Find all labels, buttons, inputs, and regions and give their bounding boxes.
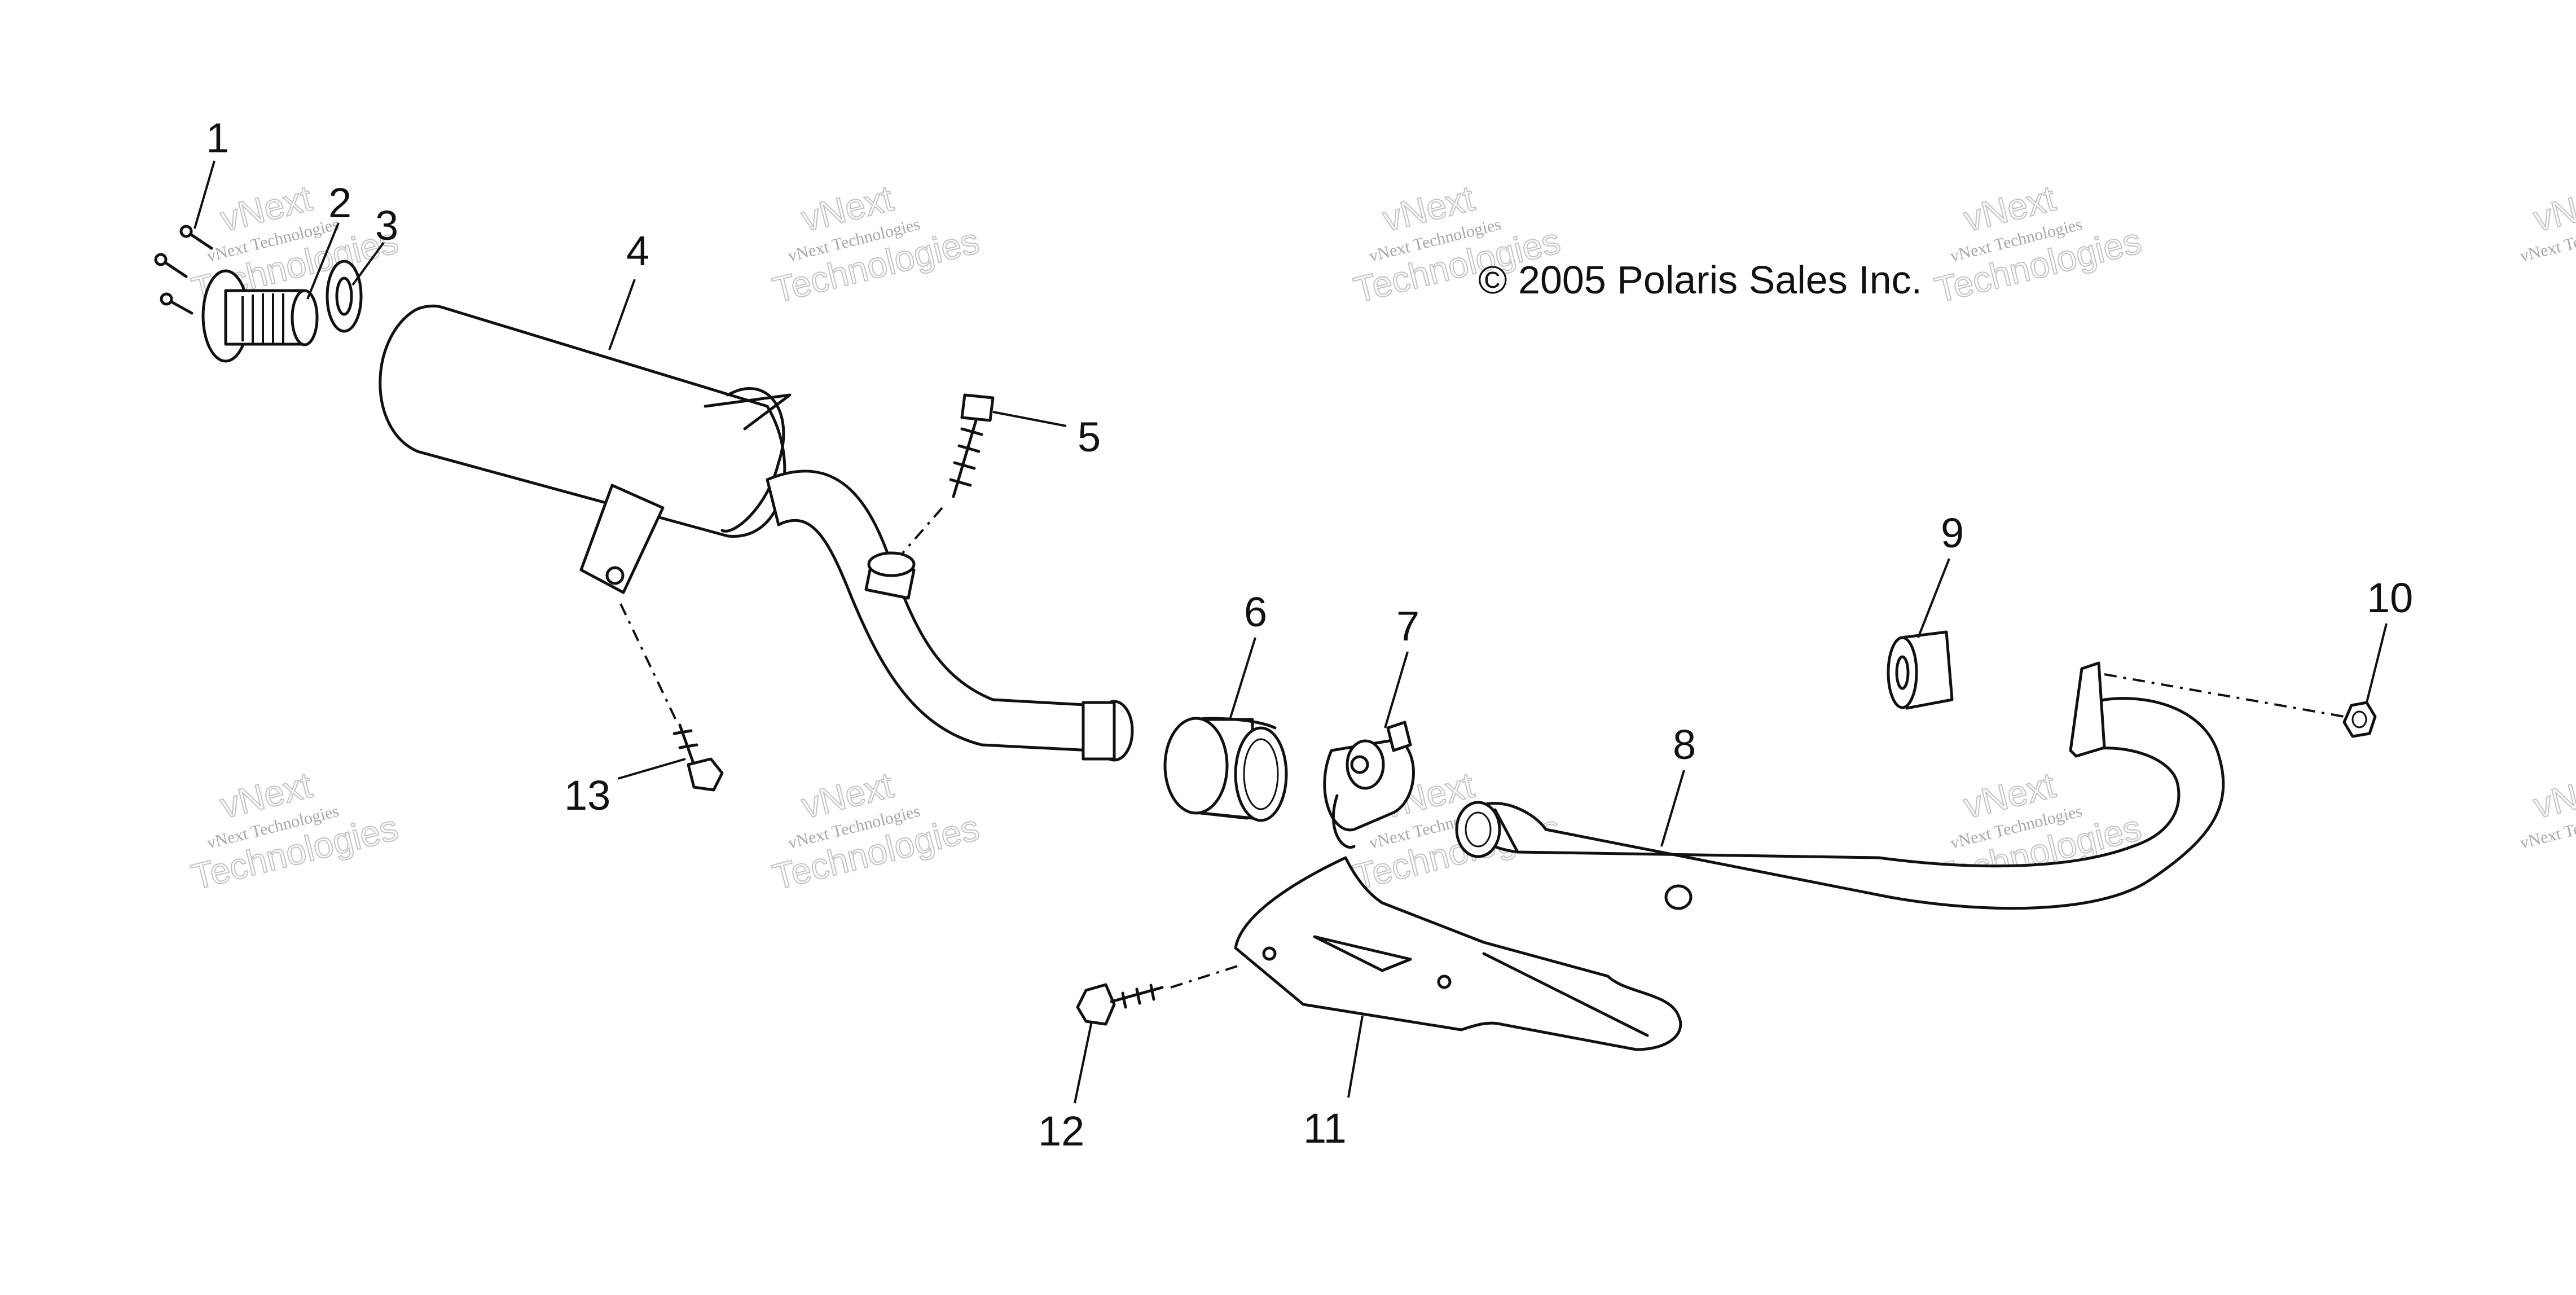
callout-2: 2 — [328, 179, 351, 226]
svg-text:vNext: vNext — [2530, 765, 2576, 826]
callout-numbers: 1 2 3 4 5 6 7 8 9 10 11 12 13 — [206, 115, 2413, 1154]
part-7-clamp — [1323, 721, 1415, 849]
part-1-screws — [154, 225, 213, 315]
part-4-muffler — [379, 304, 1134, 762]
copyright-notice: © 2005 Polaris Sales Inc. — [1478, 258, 1922, 302]
watermark-2: vNext vNext Technologies Technologies — [768, 177, 984, 311]
part-12-bolt — [1076, 964, 1242, 1026]
watermark-4: vNext vNext Technologies Technologies — [1931, 177, 2146, 311]
callout-12: 12 — [1038, 1108, 1084, 1154]
part-3-gasket — [326, 260, 363, 333]
callout-13: 13 — [564, 772, 610, 819]
callout-11: 11 — [1303, 1105, 1347, 1152]
callout-7: 7 — [1396, 603, 1419, 649]
callout-8: 8 — [1673, 721, 1696, 768]
watermark-5: vNext vNext Technologies — [2518, 177, 2576, 266]
callout-4: 4 — [626, 227, 649, 274]
watermark-10: vNext vNext Technologies — [2518, 764, 2576, 853]
part-2-spark-arrestor — [201, 269, 319, 363]
watermark-7: vNext vNext Technologies Technologies — [768, 764, 984, 898]
part-11-heat-shield — [1234, 856, 1682, 1051]
part-9-gasket — [1887, 630, 1954, 710]
watermark-6: vNext vNext Technologies Technologies — [187, 764, 403, 898]
callout-10: 10 — [2367, 574, 2413, 621]
callout-6: 6 — [1244, 589, 1267, 635]
part-5-bolt — [902, 393, 995, 554]
callout-9: 9 — [1941, 510, 1964, 556]
part-6-sleeve — [1163, 717, 1288, 822]
callout-5: 5 — [1078, 414, 1101, 460]
callout-1: 1 — [206, 115, 229, 161]
callout-3: 3 — [375, 202, 398, 249]
part-13-bolt — [619, 603, 724, 792]
svg-text:vNext: vNext — [2530, 178, 2576, 239]
leader-lines — [194, 160, 2388, 1104]
part-8-head-pipe — [1455, 661, 2225, 910]
